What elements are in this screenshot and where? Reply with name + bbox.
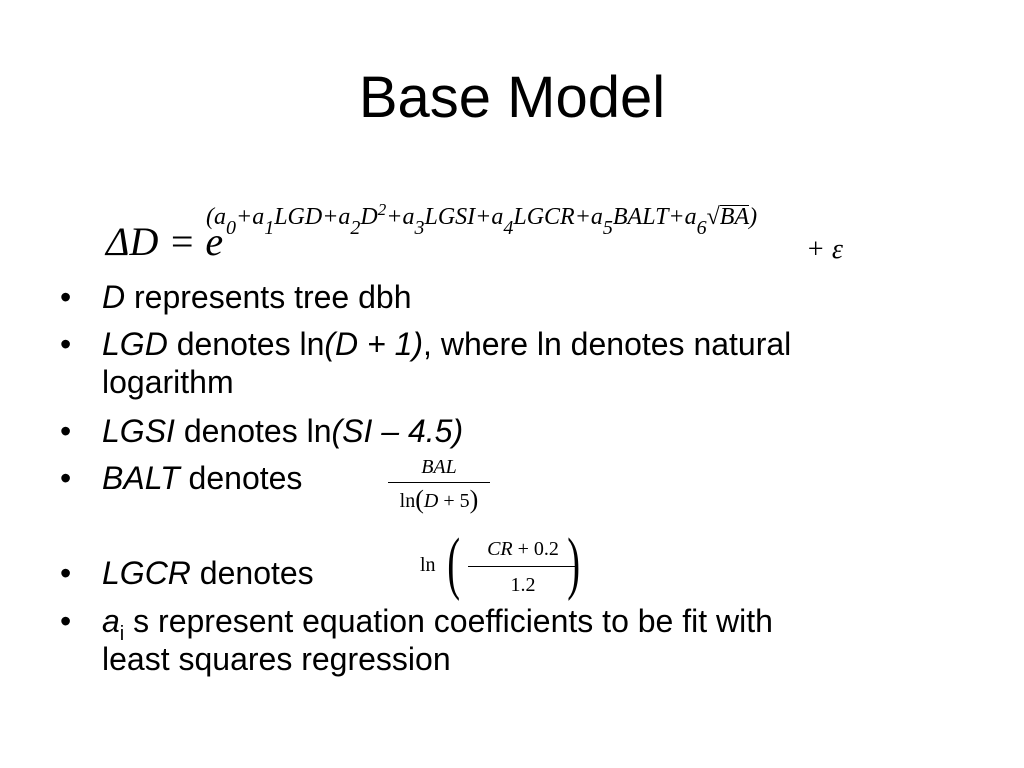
- equation-error-term: + ε: [806, 234, 843, 265]
- fraction-numerator: BAL: [421, 456, 457, 478]
- fraction-denominator: 1.2: [510, 574, 536, 596]
- exp-sub-1: 1: [264, 217, 275, 239]
- sqrt-radicand: BA: [719, 204, 750, 230]
- main-equation: ΔD = e (a0+a1LGD+a2D2+a3LGSI+a4LGCR+a5BA…: [106, 200, 866, 272]
- bullet-desc-a: denotes ln: [167, 326, 325, 362]
- bullet-text: D represents tree dbh: [102, 279, 412, 315]
- bullet-term: LGSI: [102, 413, 175, 449]
- bullet-text: LGSI denotes ln(SI – 4.5): [102, 413, 463, 449]
- bullet-marker: •: [60, 326, 72, 362]
- den-rest: + 5: [438, 490, 470, 512]
- slide-title: Base Model: [358, 65, 666, 130]
- bullet-marker: •: [60, 603, 72, 639]
- bullet-desc: denotes: [179, 460, 303, 496]
- sqrt-sign: √: [706, 204, 720, 230]
- num-rest: + 0.2: [512, 538, 559, 560]
- bullet-marker: •: [60, 279, 72, 315]
- bullet-text: BALT denotes: [102, 460, 302, 496]
- exp-sub-3: 3: [414, 217, 425, 239]
- bullet-marker: •: [60, 460, 72, 496]
- exp-open: (a: [206, 204, 226, 230]
- bullet-term: LGCR: [102, 555, 191, 591]
- bullet-desc: represents tree dbh: [125, 279, 412, 315]
- exp-sub-2: 2: [350, 217, 361, 239]
- bullet-desc: denotes: [190, 555, 314, 591]
- exp-term-3: D: [360, 204, 378, 230]
- fraction-bar: [388, 482, 490, 483]
- den-close-paren: ): [469, 485, 479, 514]
- bullet-desc-b: (D + 1): [324, 326, 424, 362]
- num-var: CR: [487, 538, 513, 560]
- bullet-text-line2: logarithm: [102, 364, 234, 400]
- bullet-term: D: [102, 279, 126, 315]
- exp-sub-5: 5: [602, 217, 613, 239]
- bullet-text: LGD denotes ln(D + 1), where ln denotes …: [102, 326, 791, 362]
- exp-term-1: +a: [236, 204, 265, 230]
- ln-label: ln: [420, 554, 436, 576]
- left-paren: (: [447, 525, 461, 602]
- bullet-marker: •: [60, 555, 72, 591]
- exp-term-4: +a: [386, 204, 415, 230]
- balt-fraction: BAL ln(D + 5): [388, 454, 498, 516]
- bullet-term: BALT: [102, 460, 180, 496]
- den-ln: ln: [399, 490, 416, 512]
- fraction-denominator: ln(D + 5): [388, 485, 490, 515]
- lgcr-fraction: ln ( CR + 0.2 1.2 ): [420, 526, 600, 604]
- exp-term-2: LGD+a: [274, 204, 351, 230]
- bullet-term-subscript: i: [119, 623, 125, 645]
- den-open-paren: (: [415, 485, 424, 514]
- bullet-term: LGD: [102, 326, 168, 362]
- bullet-text-line2: least squares regression: [102, 641, 451, 677]
- bullet-desc: s represent equation coefficients to be …: [124, 603, 773, 639]
- exp-sub-6: 6: [696, 217, 707, 239]
- bullet-marker: •: [60, 413, 72, 449]
- equation-exponent: (a0+a1LGD+a2D2+a3LGSI+a4LGCR+a5BALT+a6√B…: [206, 200, 758, 239]
- den-var: D: [423, 490, 439, 512]
- bullet-desc-b: (SI – 4.5): [331, 413, 464, 449]
- right-paren: ): [567, 525, 581, 602]
- fraction-numerator: CR + 0.2: [468, 536, 578, 562]
- exp-sub-0: 0: [226, 217, 236, 239]
- equation-lhs: ΔD = e: [106, 219, 224, 264]
- bullet-text: LGCR denotes: [102, 555, 314, 591]
- exp-sub-4: 4: [503, 217, 514, 239]
- exp-term-5: LGSI+a: [424, 204, 504, 230]
- bullet-term: a: [102, 603, 120, 639]
- bullet-desc-a: denotes ln: [174, 413, 332, 449]
- fraction-bar: [468, 566, 578, 567]
- bullet-text: ai s represent equation coefficients to …: [102, 603, 773, 645]
- exp-close: ): [749, 204, 758, 230]
- exp-term-7: BALT+a: [612, 204, 697, 230]
- bullet-desc-c: , where ln denotes natural: [423, 326, 792, 362]
- exp-term-6: LGCR+a: [513, 204, 603, 230]
- exp-sup-2: 2: [377, 200, 387, 219]
